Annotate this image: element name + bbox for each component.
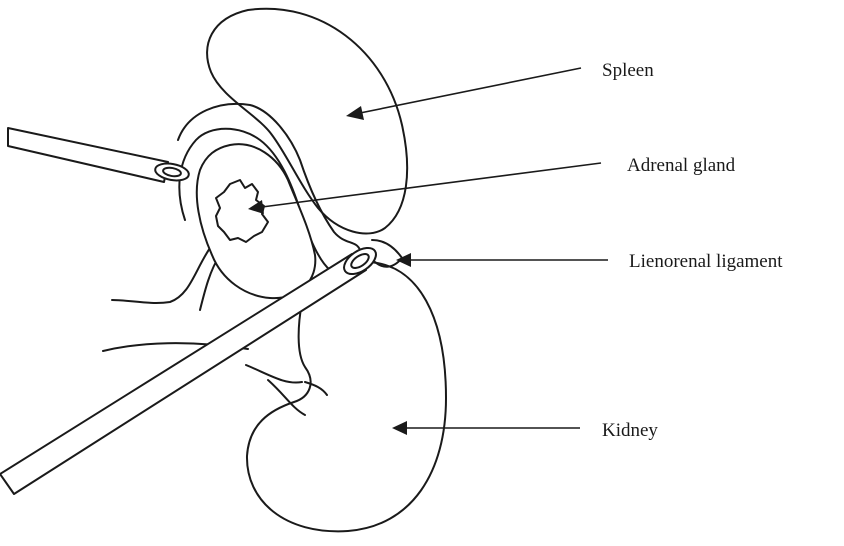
upper-instrument-shaft <box>8 128 168 182</box>
spleen-arrow <box>360 68 581 113</box>
fascia-left-down <box>112 248 210 303</box>
label-adrenal-gland: Adrenal gland <box>627 155 736 176</box>
renal-vessel-upper <box>246 365 302 383</box>
label-spleen: Spleen <box>602 60 654 81</box>
label-lienorenal-ligament: Lienorenal ligament <box>629 251 783 272</box>
label-kidney: Kidney <box>602 420 658 441</box>
ligament-arrowhead <box>396 253 411 267</box>
